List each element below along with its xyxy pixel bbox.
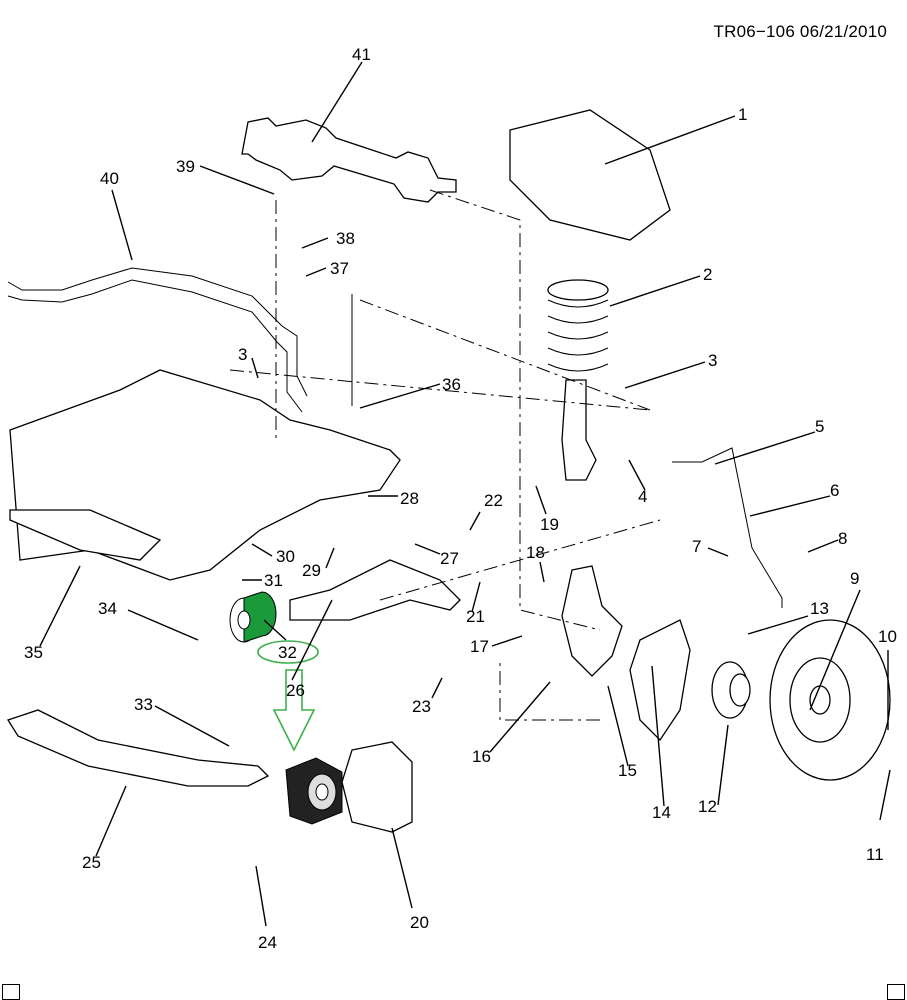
body-mount (509, 109, 671, 241)
callout-24: 24 (258, 933, 277, 952)
seat-icon[interactable] (887, 984, 905, 1000)
callout-30: 30 (276, 547, 295, 566)
leader-lines (39, 61, 891, 927)
callout-6: 6 (830, 481, 839, 500)
callout-37: 37 (330, 259, 349, 278)
callout-27: 27 (440, 549, 459, 568)
callout-13: 13 (810, 599, 829, 618)
callout-9: 9 (850, 569, 859, 588)
callout-7: 7 (692, 537, 701, 556)
callout-21: 21 (466, 607, 485, 626)
callout-28: 28 (400, 489, 419, 508)
callout-31: 31 (264, 571, 283, 590)
callout-39: 39 (176, 157, 195, 176)
callout-15: 15 (618, 761, 637, 780)
callout-18: 18 (526, 543, 545, 562)
transverse-support (7, 709, 270, 787)
lower-control-arm (289, 559, 461, 621)
drive-shaft (241, 117, 457, 203)
wheel-hub (711, 661, 751, 719)
highlight-ring (257, 640, 319, 664)
cradle-frame (9, 369, 401, 581)
callout-34: 34 (98, 599, 117, 618)
callout-17: 17 (470, 637, 489, 656)
callout-12: 12 (698, 797, 717, 816)
callout-8: 8 (838, 529, 847, 548)
callout-5: 5 (815, 417, 824, 436)
callout-1: 1 (738, 105, 747, 124)
bushing-enlarged (285, 757, 343, 825)
callout-38: 38 (336, 229, 355, 248)
callout-11: 11 (866, 845, 884, 864)
document-icon[interactable] (2, 984, 20, 1000)
callout-2: 2 (703, 265, 712, 284)
callout-41: 41 (352, 45, 371, 64)
callout-32: 32 (278, 643, 297, 662)
callout-19: 19 (540, 515, 559, 534)
callout-29: 29 (302, 561, 321, 580)
bushing-32-highlighted (229, 591, 277, 643)
callout-labels: 1 2 3 3 4 5 6 7 8 9 10 11 12 13 14 15 16… (24, 45, 897, 952)
brake-caliper (341, 741, 413, 833)
callout-3-right: 3 (708, 351, 717, 370)
callout-22: 22 (484, 491, 503, 510)
highlight-arrow (272, 669, 316, 752)
stabilizer-bar (7, 267, 308, 413)
brake-rotor (769, 619, 891, 781)
callout-16: 16 (472, 747, 491, 766)
steering-knuckle (561, 565, 623, 677)
splash-shield (629, 619, 691, 742)
wheel-speed-sensor (672, 447, 783, 608)
callout-10: 10 (878, 627, 897, 646)
strut-assembly (547, 279, 609, 481)
callout-4: 4 (638, 487, 647, 506)
diagram-reference: TR06−106 06/21/2010 (713, 22, 887, 41)
callout-23: 23 (412, 697, 431, 716)
callout-36: 36 (442, 375, 461, 394)
callout-35: 35 (24, 643, 43, 662)
callout-33: 33 (134, 695, 153, 714)
callout-14: 14 (652, 803, 671, 822)
callout-3-left: 3 (238, 345, 247, 364)
callout-20: 20 (410, 913, 429, 932)
callout-40: 40 (100, 169, 119, 188)
callout-25: 25 (82, 853, 101, 872)
callout-26: 26 (286, 681, 305, 700)
